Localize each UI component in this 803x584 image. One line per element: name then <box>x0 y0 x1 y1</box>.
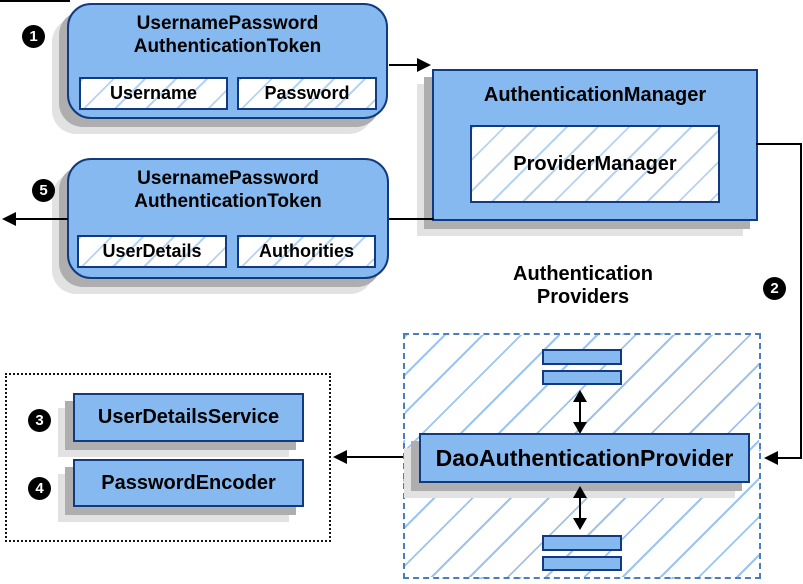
arrow-up-icon <box>573 486 587 498</box>
arrow-shaft <box>579 399 581 425</box>
password-field-label: Password <box>264 83 350 103</box>
incoming-request-line <box>0 0 70 2</box>
arrow-shaft <box>579 495 581 521</box>
manager-to-response-line <box>388 218 434 220</box>
step-4-number: 4 <box>35 480 44 497</box>
step-2-number: 2 <box>770 280 779 297</box>
token-to-manager-arrowhead-icon <box>417 58 431 72</box>
authentication-manager-box: AuthenticationManager ProviderManager <box>432 69 758 221</box>
userdetails-field-label: UserDetails <box>102 241 202 261</box>
request-token-title-line2: AuthenticationToken <box>133 36 322 57</box>
provider-slot-bar-bottom-1 <box>542 535 622 551</box>
request-token-title: UsernamePassword AuthenticationToken <box>69 5 386 58</box>
dao-authentication-provider-label: DaoAuthenticationProvider <box>435 444 734 471</box>
authorities-field-label: Authorities <box>258 241 354 261</box>
provider-slot-bar-top-2 <box>542 370 622 385</box>
username-field: Username <box>79 77 228 110</box>
providers-container: DaoAuthenticationProvider <box>403 333 761 579</box>
step-1-badge: 1 <box>22 25 45 48</box>
providers-heading-line2: Providers <box>536 286 630 308</box>
arrow-down-icon <box>573 422 587 434</box>
provider-slot-bar-bottom-2 <box>542 556 622 571</box>
authorities-field: Authorities <box>237 235 376 268</box>
step-4-badge: 4 <box>28 477 51 500</box>
user-details-service-label: UserDetailsService <box>97 406 280 428</box>
manager-to-provider-line-bottom <box>777 457 802 459</box>
password-encoder-label: PasswordEncoder <box>101 471 276 494</box>
response-token-title: UsernamePassword AuthenticationToken <box>69 160 387 213</box>
response-token-title-line1: UsernamePassword <box>137 168 319 189</box>
authentication-manager-title: AuthenticationManager <box>483 84 707 106</box>
manager-to-provider-arrowhead-icon <box>764 451 778 465</box>
step-3-number: 3 <box>35 412 44 429</box>
step-3-badge: 3 <box>28 409 51 432</box>
username-field-label: Username <box>109 83 198 103</box>
step-5-number: 5 <box>39 182 48 199</box>
password-encoder-box: PasswordEncoder <box>73 459 304 507</box>
request-token-box: UsernamePassword AuthenticationToken Use… <box>67 3 388 119</box>
step-5-badge: 5 <box>32 179 55 202</box>
provider-manager-label: ProviderManager <box>513 152 677 175</box>
dao-authentication-provider-box: DaoAuthenticationProvider <box>419 433 750 483</box>
provider-to-services-line <box>346 456 419 458</box>
services-container <box>5 373 331 542</box>
userdetails-field: UserDetails <box>77 235 227 268</box>
provider-slot-bar-top-1 <box>542 349 622 365</box>
manager-to-provider-line-vertical <box>800 143 802 459</box>
step-2-badge: 2 <box>763 277 786 300</box>
outgoing-response-line <box>14 218 68 220</box>
token-to-manager-line <box>389 64 418 66</box>
arrow-down-icon <box>573 518 587 530</box>
response-token-box: UsernamePassword AuthenticationToken Use… <box>67 158 389 279</box>
user-details-service-box: UserDetailsService <box>73 393 304 442</box>
response-token-title-line2: AuthenticationToken <box>134 191 322 212</box>
provider-to-services-arrowhead-icon <box>333 450 347 464</box>
providers-heading-line1: Authentication <box>513 263 653 285</box>
outgoing-response-arrowhead-icon <box>2 212 16 226</box>
arrow-up-icon <box>573 390 587 402</box>
request-token-title-line1: UsernamePassword <box>136 13 319 34</box>
provider-link-arrow-bottom <box>573 486 587 530</box>
provider-link-arrow-top <box>573 390 587 434</box>
providers-heading: Authentication Providers <box>483 263 683 309</box>
provider-manager-box: ProviderManager <box>470 125 720 203</box>
password-field: Password <box>237 77 377 110</box>
step-1-number: 1 <box>29 28 38 45</box>
manager-to-provider-line-top <box>756 143 802 145</box>
